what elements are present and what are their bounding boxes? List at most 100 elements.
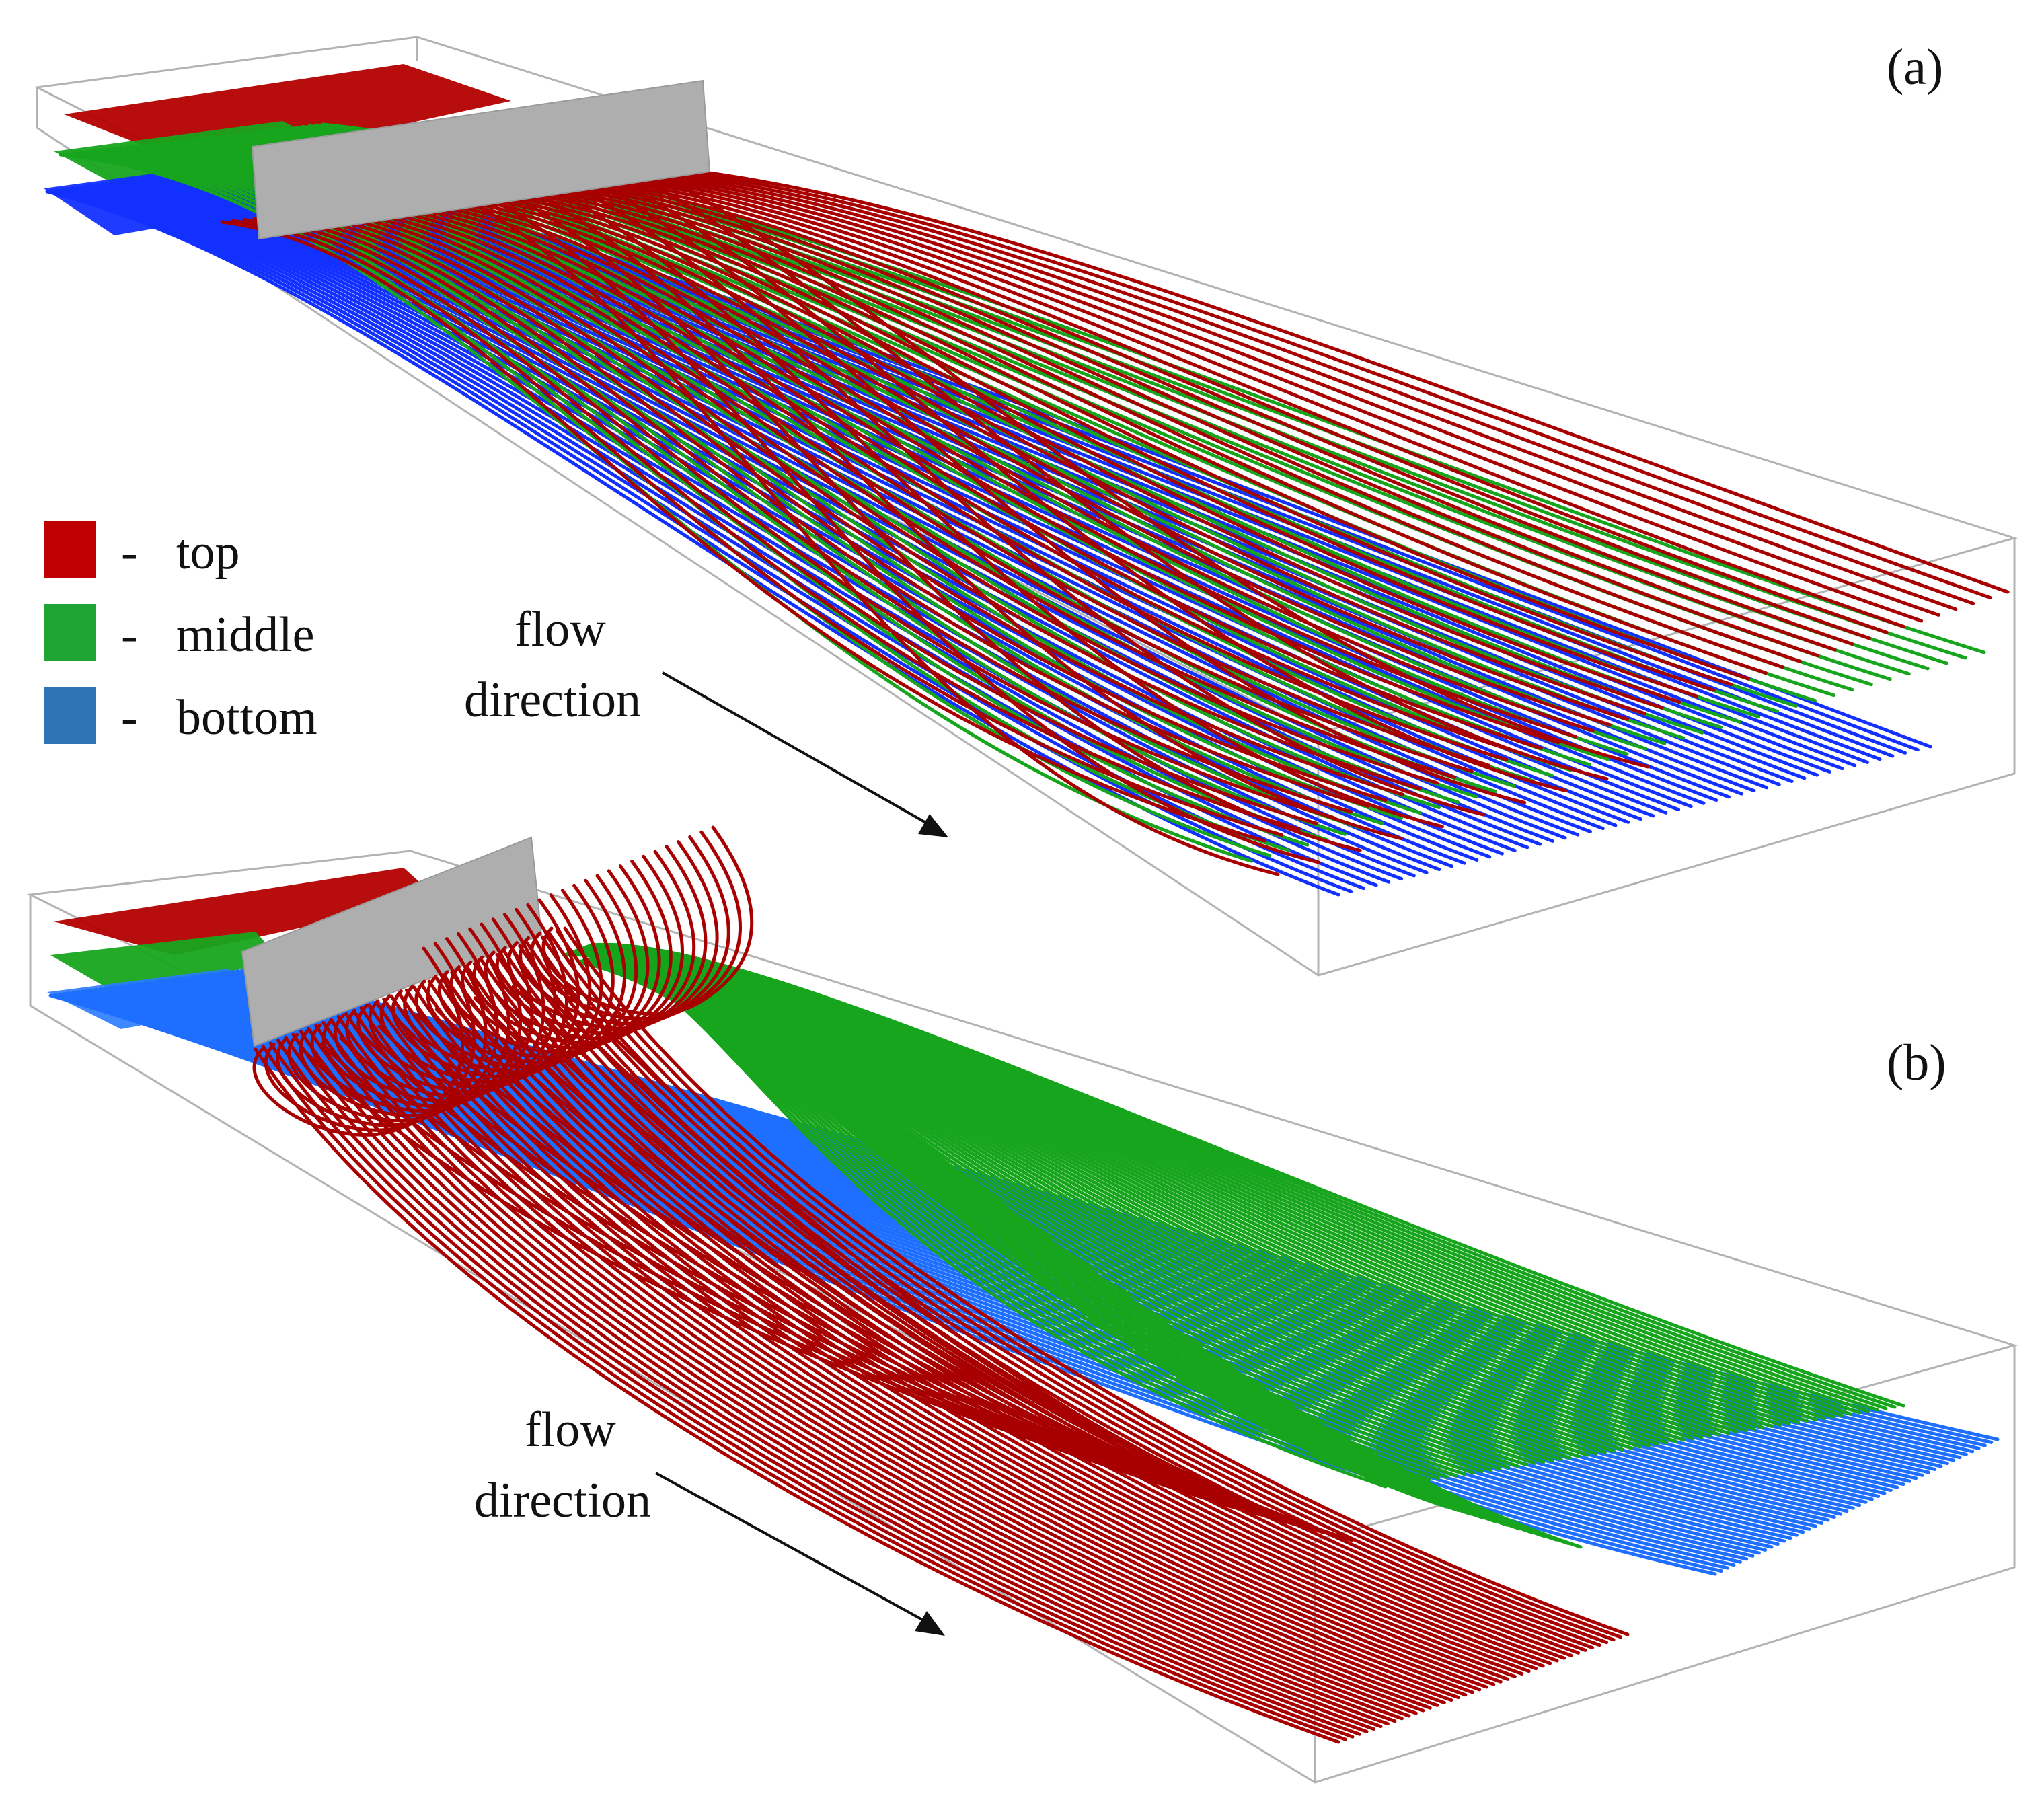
streamline-top	[510, 947, 1581, 1655]
panel-a-top-streamlines	[220, 170, 2010, 876]
streamline-top	[342, 207, 1457, 779]
streamline-top	[314, 1024, 1397, 1723]
streamline-top	[531, 979, 1345, 1540]
streamline-top	[603, 186, 1527, 804]
streamline-top	[261, 1045, 1347, 1741]
streamline-top	[254, 217, 1318, 825]
streamline-top	[492, 990, 1326, 1534]
streamline-top	[398, 201, 1543, 750]
legend-label-top: top	[176, 525, 240, 580]
streamline-top	[416, 1013, 1289, 1524]
panel-b-obstruction-plate	[241, 836, 543, 1047]
streamline-top	[287, 213, 1370, 808]
streamline-top	[409, 200, 1560, 745]
streamline-top	[442, 196, 1612, 727]
streamline-top	[231, 219, 1284, 837]
streamline-top	[558, 191, 1444, 829]
panel-b: (b) flow direction	[26, 825, 2018, 1784]
streamline-top	[495, 953, 1566, 1660]
streamline-top	[531, 187, 1751, 681]
legend-dash-middle: -	[121, 607, 138, 663]
streamline-top	[457, 967, 1531, 1673]
panel-a: (a) flow direction	[33, 36, 2018, 977]
streamline-top	[464, 194, 1646, 716]
streamline-top	[671, 180, 1650, 769]
streamline-top	[353, 206, 1474, 774]
streamline-top	[375, 204, 1509, 762]
streamline-top	[511, 985, 1335, 1537]
streamline-top	[563, 926, 1630, 1636]
streamline-top	[465, 965, 1538, 1671]
streamline-top	[264, 215, 1336, 820]
streamline-top	[631, 176, 1906, 629]
legend: - top - middle - bottom	[44, 521, 317, 745]
legend-swatch-bottom	[44, 687, 96, 744]
panel-b-middle-streamlines	[563, 942, 1905, 1549]
streamline-top	[321, 1020, 1404, 1721]
streamline-top	[675, 172, 1975, 605]
panel-b-top-recirculation-streamlines	[252, 825, 754, 1137]
streamline-top	[284, 1035, 1369, 1733]
panel-b-top-inlet-sheet	[54, 868, 437, 955]
streamline-top	[431, 198, 1595, 733]
streamline-top	[533, 938, 1601, 1647]
legend-swatch-top	[44, 521, 96, 578]
streamline-top	[299, 1030, 1383, 1729]
streamline-bottom	[50, 189, 1353, 893]
streamline-top	[508, 190, 1716, 692]
streamline-top	[307, 1026, 1390, 1726]
streamline-top	[329, 1018, 1411, 1718]
streamline-top	[697, 170, 2010, 594]
panel-b-label: (b)	[1887, 1034, 1946, 1091]
streamline-top	[536, 193, 1403, 841]
streamline-top	[404, 988, 1482, 1692]
streamline-top	[626, 184, 1568, 793]
streamline-top	[298, 212, 1388, 802]
streamline-middle	[591, 956, 1521, 1531]
legend-dash-top: -	[121, 525, 138, 580]
panel-b-flow-arrow-shaft	[655, 1472, 925, 1622]
legend-label-middle: middle	[176, 607, 315, 663]
streamline-top	[581, 188, 1486, 817]
panel-b-flow-arrow-head	[915, 1611, 945, 1636]
streamline-middle	[579, 959, 1460, 1512]
streamline-top	[514, 195, 1362, 852]
panel-a-flow-text-line2: direction	[464, 673, 641, 728]
streamline-top	[320, 209, 1422, 791]
streamline-top	[434, 1008, 1298, 1527]
streamline-top	[469, 200, 1280, 876]
panel-a-flow-text-line1: flow	[515, 602, 606, 657]
streamline-top	[664, 173, 1958, 611]
streamline-top	[642, 176, 1924, 623]
streamline-top	[336, 1015, 1418, 1715]
panel-b-bottom-streamlines	[48, 967, 2000, 1576]
panel-b-flow-text-line2: direction	[474, 1473, 651, 1528]
streamline-top	[352, 1009, 1432, 1710]
panel-b-top-streamlines	[254, 926, 1630, 1744]
legend-swatch-middle	[44, 604, 96, 661]
streamline-top	[254, 1047, 1340, 1744]
streamline-top	[396, 1019, 1279, 1521]
panel-a-flow-arrow-shaft	[662, 671, 929, 825]
legend-dash-bottom: -	[121, 690, 138, 745]
panel-a-obstruction-plate	[251, 79, 711, 240]
streamline-top	[331, 209, 1439, 785]
streamline-top	[609, 179, 1871, 640]
streamline-top	[412, 985, 1488, 1689]
streamline-top	[550, 973, 1354, 1542]
streamline-top-loop	[541, 825, 754, 1016]
streamline-top	[427, 979, 1503, 1684]
streamline-top	[453, 195, 1630, 721]
streamline-top	[420, 199, 1578, 739]
streamline-top	[268, 1041, 1355, 1739]
streamline-top	[442, 973, 1517, 1678]
streamline-top	[344, 1012, 1425, 1713]
panel-a-flow-arrow-head	[918, 814, 948, 837]
streamline-top	[619, 178, 1889, 634]
streamline-top	[540, 935, 1609, 1645]
streamline-top	[653, 174, 1940, 617]
streamline-bottom	[85, 989, 1768, 1552]
streamline-top	[556, 929, 1623, 1639]
streamline-top	[309, 211, 1405, 796]
